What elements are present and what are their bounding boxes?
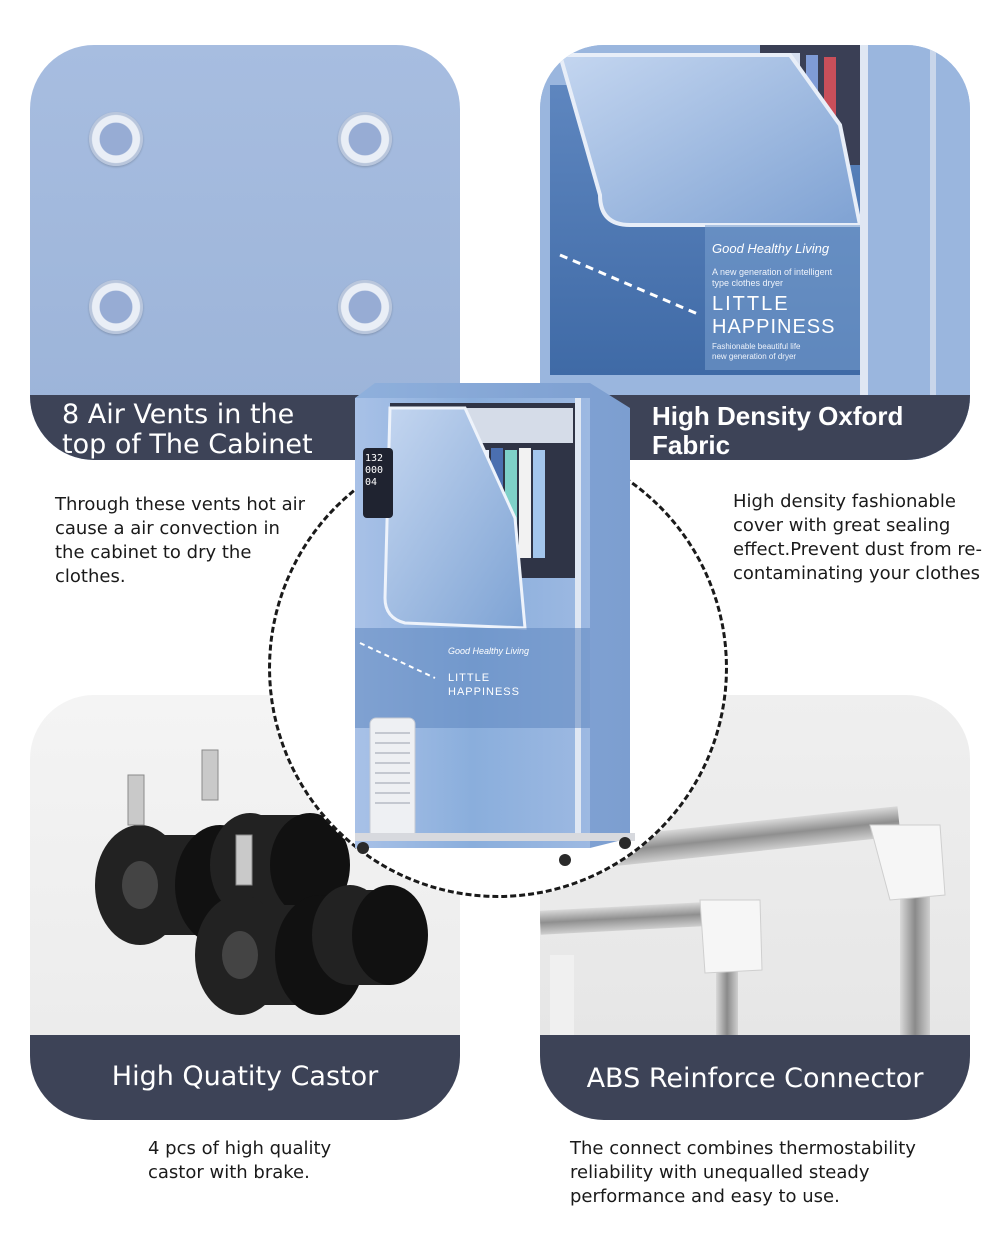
fabric-title: High Density Oxford Fabric bbox=[652, 401, 904, 461]
print-slogan-1: LITTLE bbox=[712, 293, 790, 315]
air-vents-title: 8 Air Vents in the top of The Cabinet bbox=[62, 399, 313, 461]
dryer-print-slogan-2: HAPPINESS bbox=[448, 686, 520, 698]
connector-banner bbox=[540, 1035, 970, 1120]
connector-title: ABS Reinforce Connector bbox=[586, 1063, 924, 1094]
print-slogan-2: HAPPINESS bbox=[712, 316, 836, 338]
fabric-panel: Good Healthy Living A new generation of … bbox=[540, 45, 970, 460]
fabric-description: High density fashionable cover with grea… bbox=[733, 491, 982, 584]
castor-title: High Quatity Castor bbox=[111, 1061, 379, 1092]
display-row-1: 132 bbox=[365, 453, 384, 464]
display-row-3: 04 bbox=[365, 477, 378, 488]
air-vents-description: Through these vents hot air cause a air … bbox=[55, 494, 306, 587]
display-row-2: 000 bbox=[365, 465, 384, 476]
print-tagline-1: A new generation of intelligent bbox=[712, 267, 833, 277]
print-brand: Good Healthy Living bbox=[712, 241, 830, 256]
connector-description: The connect combines thermostability rel… bbox=[570, 1138, 916, 1207]
castor-wheels-image bbox=[95, 749, 428, 1015]
air-vent-icon bbox=[89, 280, 143, 334]
dryer-control-display: 132 000 04 bbox=[365, 453, 383, 489]
castor-description: 4 pcs of high quality castor with brake. bbox=[148, 1138, 332, 1183]
dryer-cabinet-image bbox=[355, 383, 635, 866]
fabric-closeup-image bbox=[540, 45, 970, 460]
castor-panel bbox=[30, 695, 460, 1120]
air-vent-icon bbox=[89, 112, 143, 166]
print-footer-2: new generation of dryer bbox=[712, 352, 797, 361]
dryer-print-slogan-1: LITTLE bbox=[448, 672, 491, 684]
castor-banner bbox=[30, 1035, 460, 1120]
print-tagline-2: type clothes dryer bbox=[712, 278, 784, 288]
print-footer-1: Fashionable beautiful life bbox=[712, 342, 801, 351]
dryer-print-brand: Good Healthy Living bbox=[448, 646, 530, 656]
air-vent-icon bbox=[338, 280, 392, 334]
air-vent-icon bbox=[338, 112, 392, 166]
